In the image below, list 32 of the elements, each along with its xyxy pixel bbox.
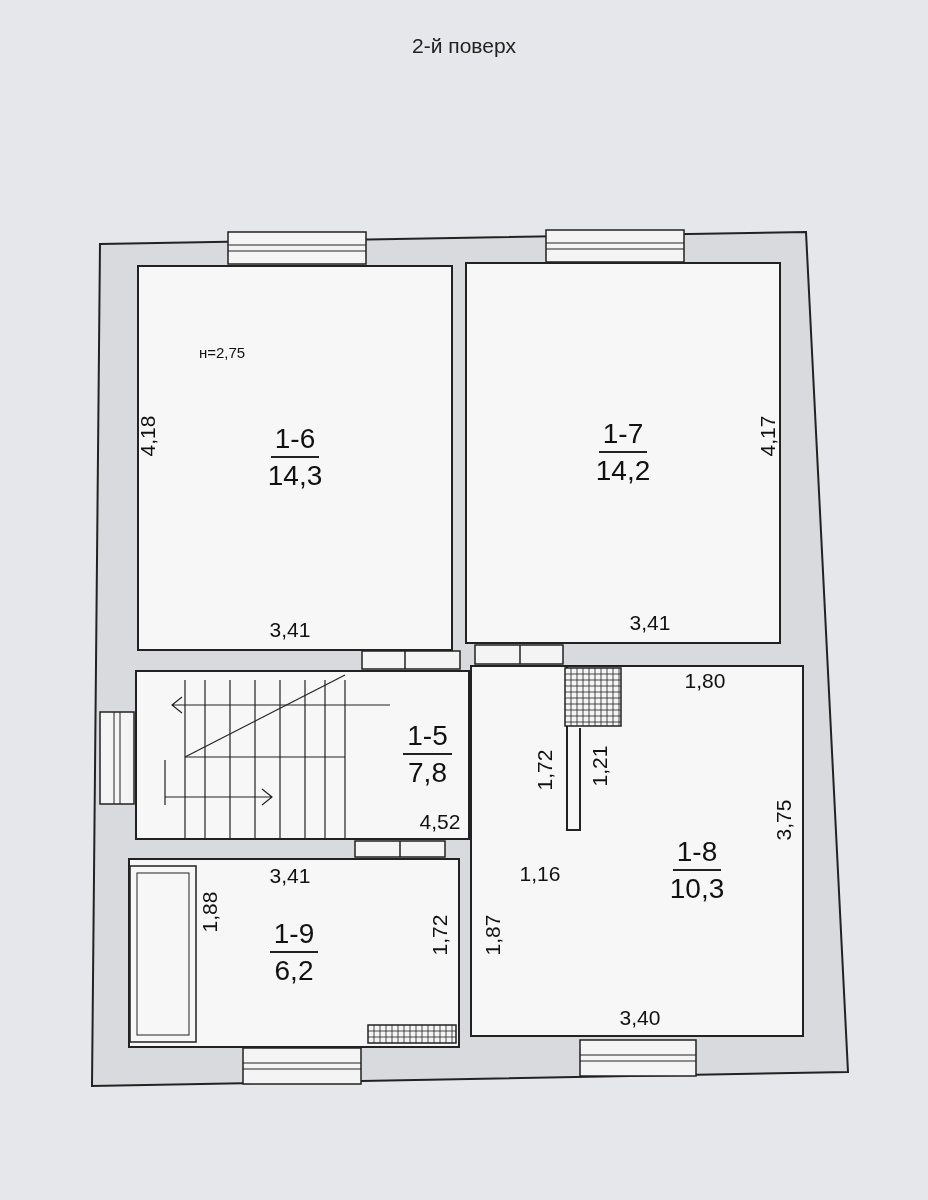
room-outline xyxy=(465,262,781,644)
room-outline xyxy=(128,858,460,1048)
dimension-label: 3,41 xyxy=(269,864,311,888)
ceiling-height: н=2,75 xyxy=(198,343,246,361)
room-outline xyxy=(470,665,804,1037)
room-area: 10,3 xyxy=(669,871,725,907)
dimension-label: 3,41 xyxy=(629,611,671,635)
dimension-label: 4,17 xyxy=(756,415,780,457)
dimension-label: 1,88 xyxy=(198,891,222,933)
plan-title: 2-й поверх xyxy=(412,34,516,58)
dimension-label: 3,75 xyxy=(772,799,796,841)
dimension-label: 1,80 xyxy=(684,669,726,693)
dimension-label: 1,21 xyxy=(588,745,612,787)
room-area: 14,2 xyxy=(595,453,651,489)
room-area: 14,3 xyxy=(267,458,323,494)
room-number: 1-7 xyxy=(598,417,648,453)
dimension-label: 3,41 xyxy=(269,618,311,642)
room-outline xyxy=(135,670,470,840)
dimension-label: 4,52 xyxy=(419,810,461,834)
room-number: 1-6 xyxy=(270,422,320,458)
room-number: 1-9 xyxy=(269,917,319,953)
dimension-label: 4,18 xyxy=(136,415,160,457)
room-outline xyxy=(137,265,453,651)
dimension-label: 1,72 xyxy=(428,914,452,956)
dimension-label: 1,87 xyxy=(481,914,505,956)
room-area: 7,8 xyxy=(408,755,447,791)
room-number: 1-8 xyxy=(672,835,722,871)
room-number: 1-5 xyxy=(403,719,452,755)
room-area: 6,2 xyxy=(274,953,314,989)
dimension-label: 1,16 xyxy=(519,862,561,886)
dimension-label: 1,72 xyxy=(533,749,557,791)
dimension-label: 3,40 xyxy=(619,1006,661,1030)
